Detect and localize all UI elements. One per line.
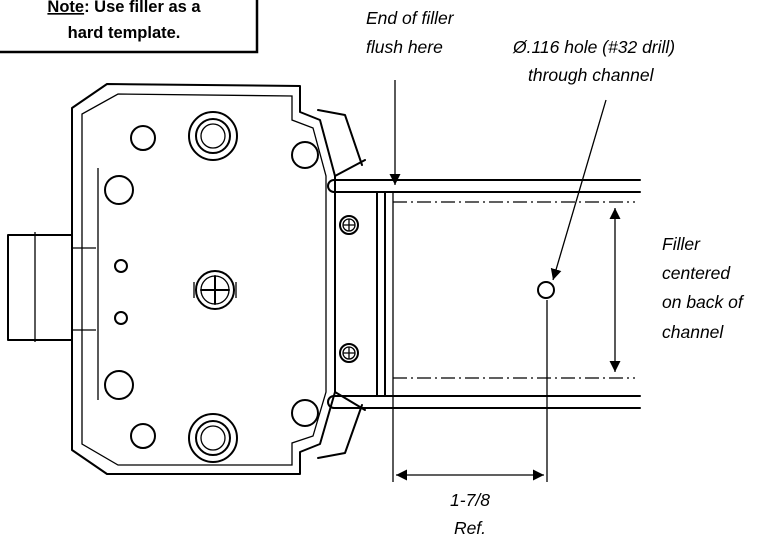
hole-label-1: Ø.116 hole (#32 drill) bbox=[512, 37, 675, 57]
hole-top-right bbox=[291, 141, 319, 169]
hole-bottom-left bbox=[130, 423, 156, 449]
hole-leader bbox=[550, 99, 607, 281]
bracket-holes bbox=[104, 111, 359, 463]
note-box: Note: Use filler as a hard template. bbox=[0, 0, 259, 54]
filler-end-label-1: End of filler bbox=[366, 8, 455, 28]
channel bbox=[327, 179, 641, 409]
countersunk-hole-top bbox=[188, 111, 238, 161]
screw-upper bbox=[339, 215, 359, 235]
filler-label-1: Filler bbox=[662, 234, 701, 254]
note-line-1-rest: : Use filler as a bbox=[84, 0, 201, 16]
note-line-2: hard template. bbox=[68, 24, 181, 42]
leaders bbox=[389, 80, 621, 482]
hole-lower-left bbox=[104, 370, 134, 400]
small-hole-upper bbox=[114, 259, 128, 273]
countersunk-hole-bottom bbox=[188, 413, 238, 463]
filler-label-4: channel bbox=[662, 322, 724, 342]
dimension-ref: Ref. bbox=[454, 518, 486, 538]
filler-label-3: on back of bbox=[662, 292, 745, 312]
screw-lower bbox=[339, 343, 359, 363]
hole-label-2: through channel bbox=[528, 65, 655, 85]
filler-label-2: centered bbox=[662, 263, 731, 283]
note-line-1: Note: Use filler as a bbox=[47, 0, 201, 16]
center-screw bbox=[193, 270, 237, 310]
filler-outline bbox=[393, 201, 635, 379]
hole-top-left bbox=[130, 125, 156, 151]
small-hole-lower bbox=[114, 311, 128, 325]
hole-bottom-right bbox=[291, 399, 319, 427]
note-lead: Note bbox=[47, 0, 84, 16]
filler-end-label-2: flush here bbox=[366, 37, 443, 57]
hole-upper-left bbox=[104, 175, 134, 205]
drill-hole bbox=[537, 281, 555, 299]
dimension-value: 1-7/8 bbox=[450, 490, 490, 510]
